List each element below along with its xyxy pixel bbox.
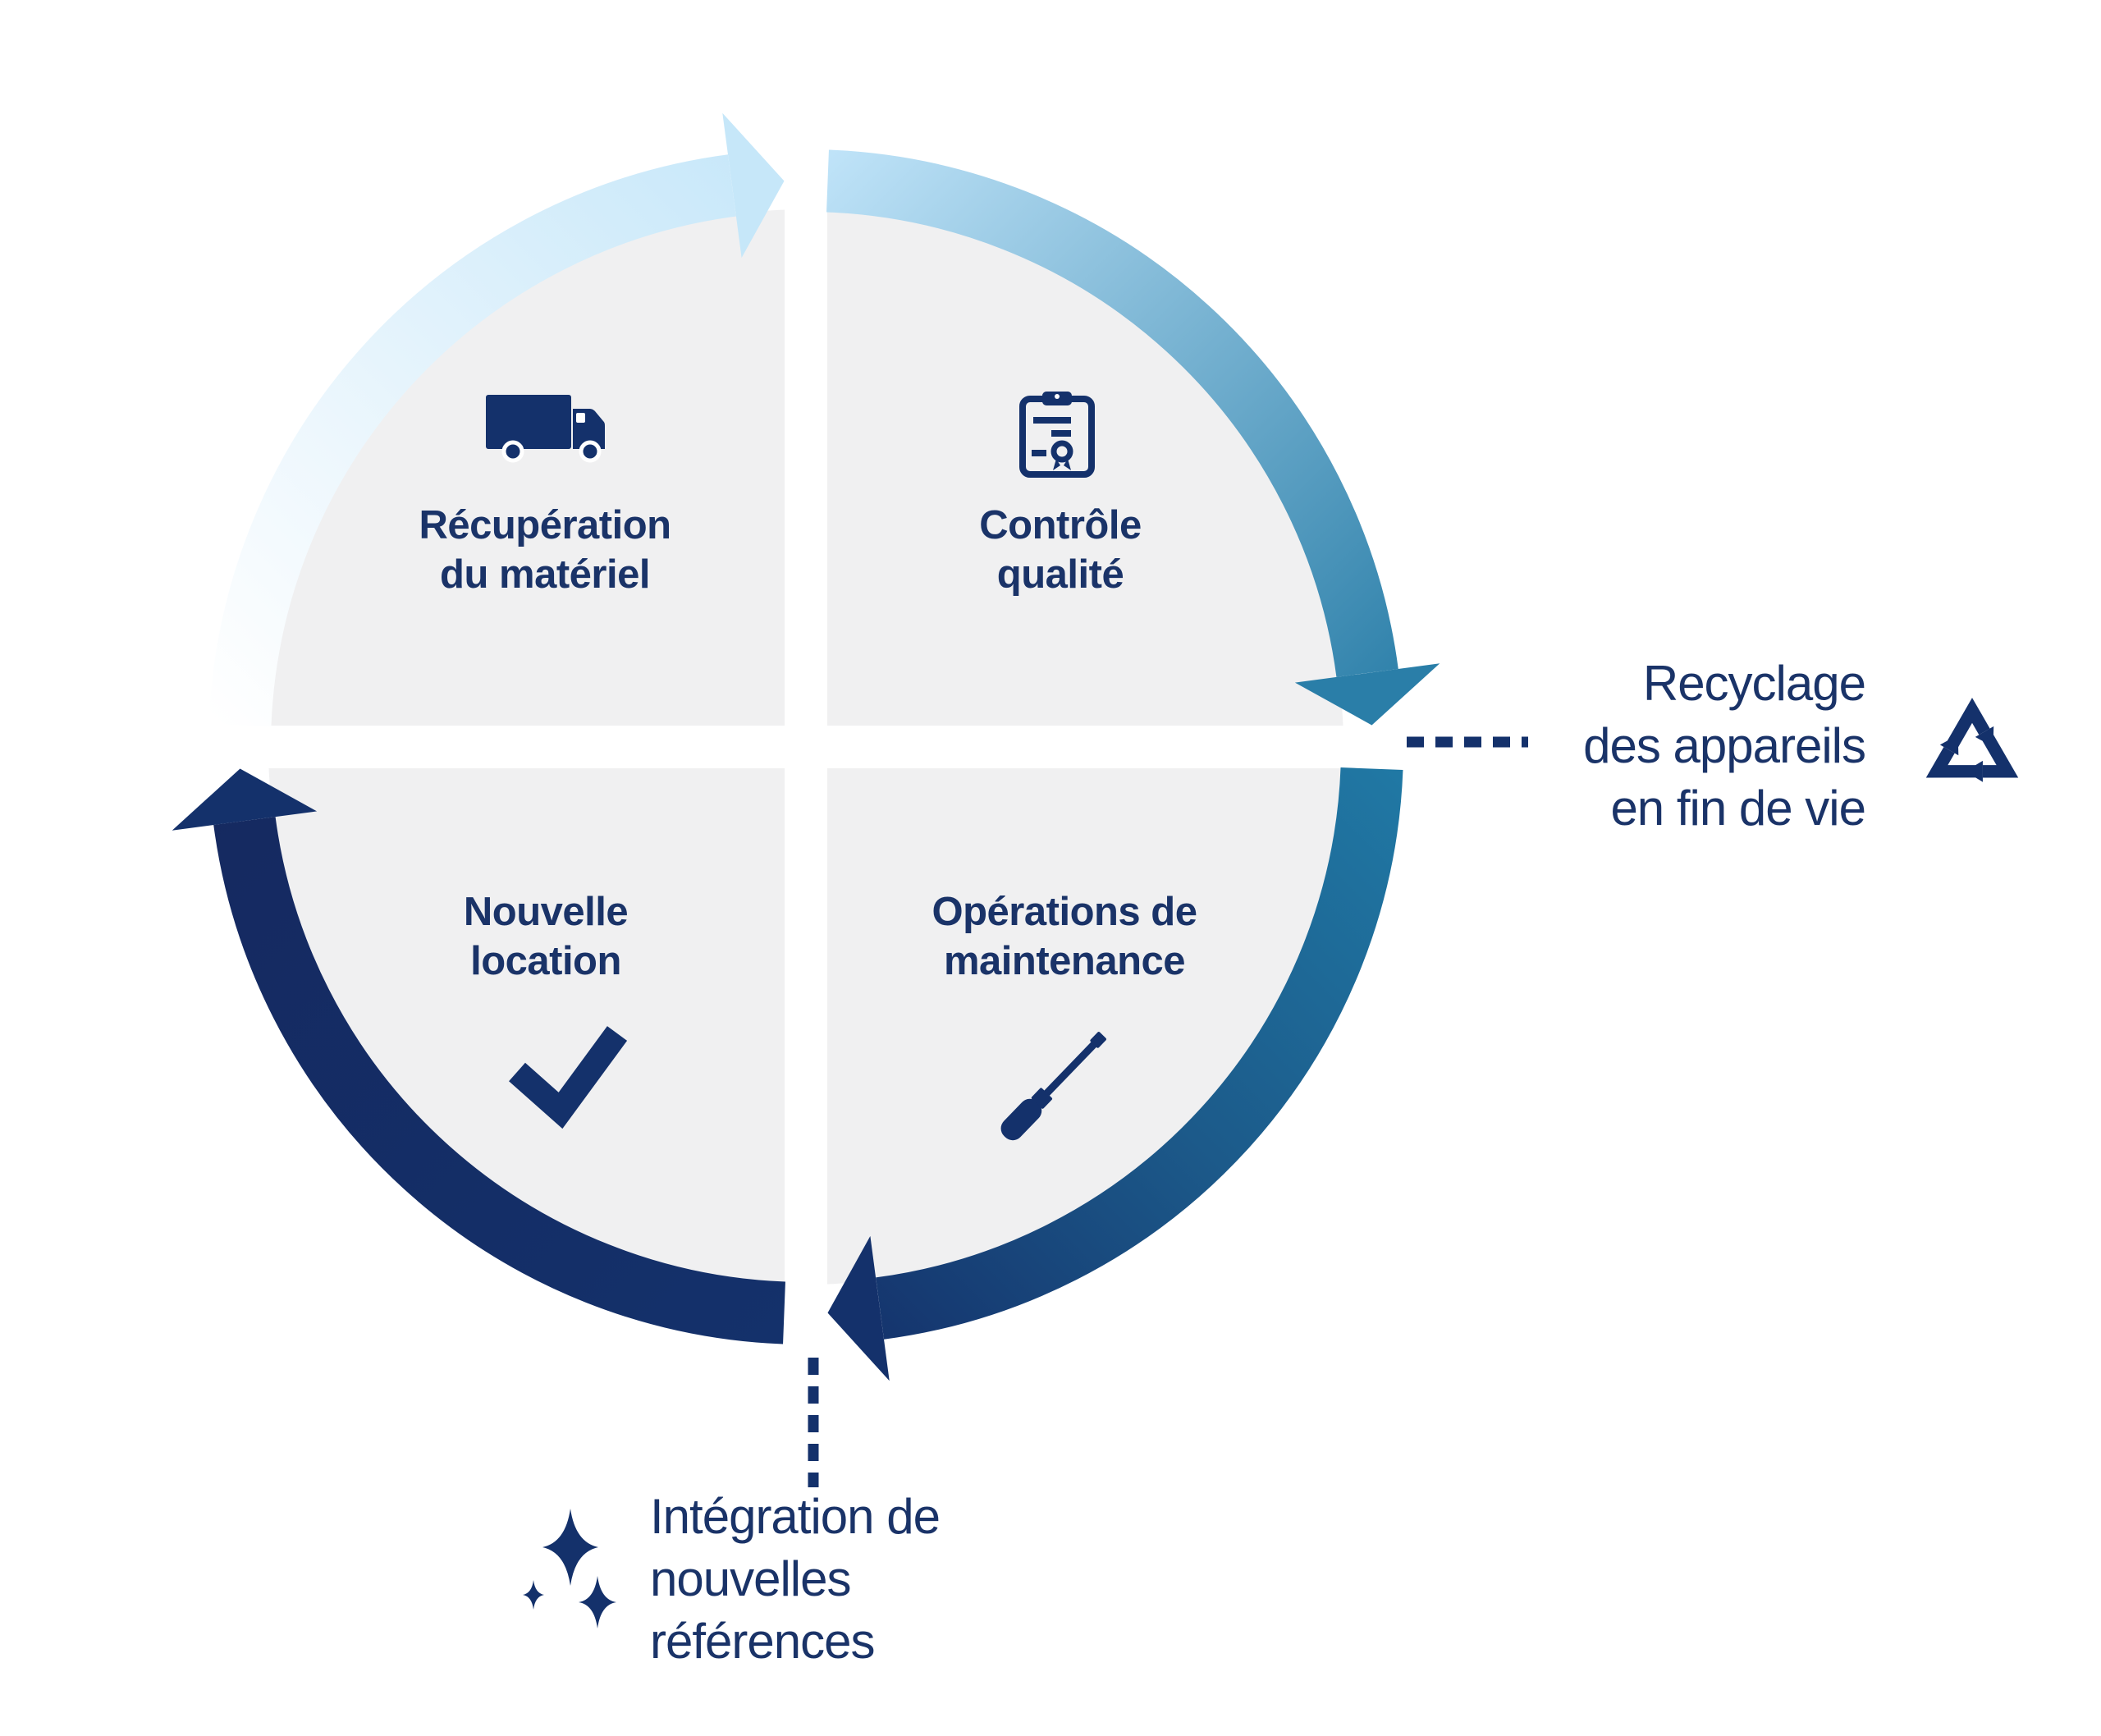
label-controle-qualite: Contrôle qualité	[847, 501, 1274, 599]
label-recyclage-appareils: Recyclage des appareils en fin de vie	[1488, 653, 1866, 840]
label-line: Contrôle	[979, 503, 1142, 547]
cycle-arc-bottom-right	[876, 767, 1403, 1340]
rosette-ribbon-right	[1064, 459, 1071, 470]
certificate-rosette	[1050, 440, 1073, 463]
cycle-arc-top-left	[208, 154, 736, 726]
truck-wheel-front	[579, 440, 602, 463]
sparkle-large	[542, 1509, 598, 1586]
truck-wheel-rear	[501, 440, 524, 463]
label-line: nouvelles	[650, 1551, 852, 1606]
arrowhead-east-icon	[1294, 663, 1440, 726]
label-recuperation-du-materiel: Récupération du matériel	[332, 501, 758, 599]
label-line: location	[470, 939, 621, 983]
sparkle-small	[523, 1580, 544, 1610]
label-line: références	[650, 1614, 875, 1669]
label-line: du matériel	[440, 552, 650, 597]
recycle-arrowhead-3	[1939, 735, 1959, 756]
label-line: Nouvelle	[463, 890, 629, 934]
arrowhead-south-icon	[827, 1235, 890, 1381]
screwdriver-tip	[1090, 1032, 1106, 1048]
label-line: Intégration de	[650, 1489, 941, 1544]
label-integration-references: Intégration de nouvelles références	[650, 1486, 1110, 1673]
arrowhead-west-icon	[172, 768, 318, 831]
screwdriver-shaft	[1043, 1041, 1098, 1097]
rosette-ribbon-left	[1053, 459, 1060, 470]
screwdriver-icon	[1000, 1032, 1106, 1141]
clipboard-clip-hole	[1055, 394, 1060, 399]
label-line: Opérations de	[931, 890, 1197, 934]
certificate-clipboard-icon	[1019, 392, 1095, 478]
clipboard-line-2	[1051, 430, 1071, 437]
checkmark-icon	[509, 1026, 628, 1129]
cycle-arc-bottom-left	[213, 817, 785, 1344]
label-line: maintenance	[943, 939, 1186, 983]
arrowhead-north-icon	[722, 112, 785, 259]
clipboard-line-1	[1033, 417, 1071, 424]
sparkles-icon	[523, 1509, 616, 1628]
label-line: des appareils	[1583, 718, 1866, 773]
label-nouvelle-location: Nouvelle location	[332, 887, 759, 986]
recycle-arm-1	[1947, 698, 1990, 748]
recycle-icon	[1925, 698, 2019, 782]
label-line: Recyclage	[1642, 656, 1866, 711]
sparkle-medium	[579, 1576, 616, 1628]
label-line: en fin de vie	[1610, 781, 1866, 836]
cross-gap-vertical	[785, 140, 827, 1354]
label-line: Récupération	[419, 503, 671, 547]
truck-icon	[486, 395, 605, 463]
label-line: qualité	[996, 552, 1124, 597]
label-operations-de-maintenance: Opérations de maintenance	[851, 887, 1278, 986]
recycle-arm-3	[1925, 746, 1976, 778]
screwdriver-handle	[1000, 1098, 1042, 1141]
truck-window	[576, 413, 585, 423]
recycle-arm-2	[1982, 735, 2019, 778]
clipboard-line-3	[1032, 450, 1046, 456]
truck-body	[486, 395, 571, 449]
cycle-arc-top-right	[826, 149, 1398, 677]
cycle-arrow-ring	[172, 112, 1440, 1381]
